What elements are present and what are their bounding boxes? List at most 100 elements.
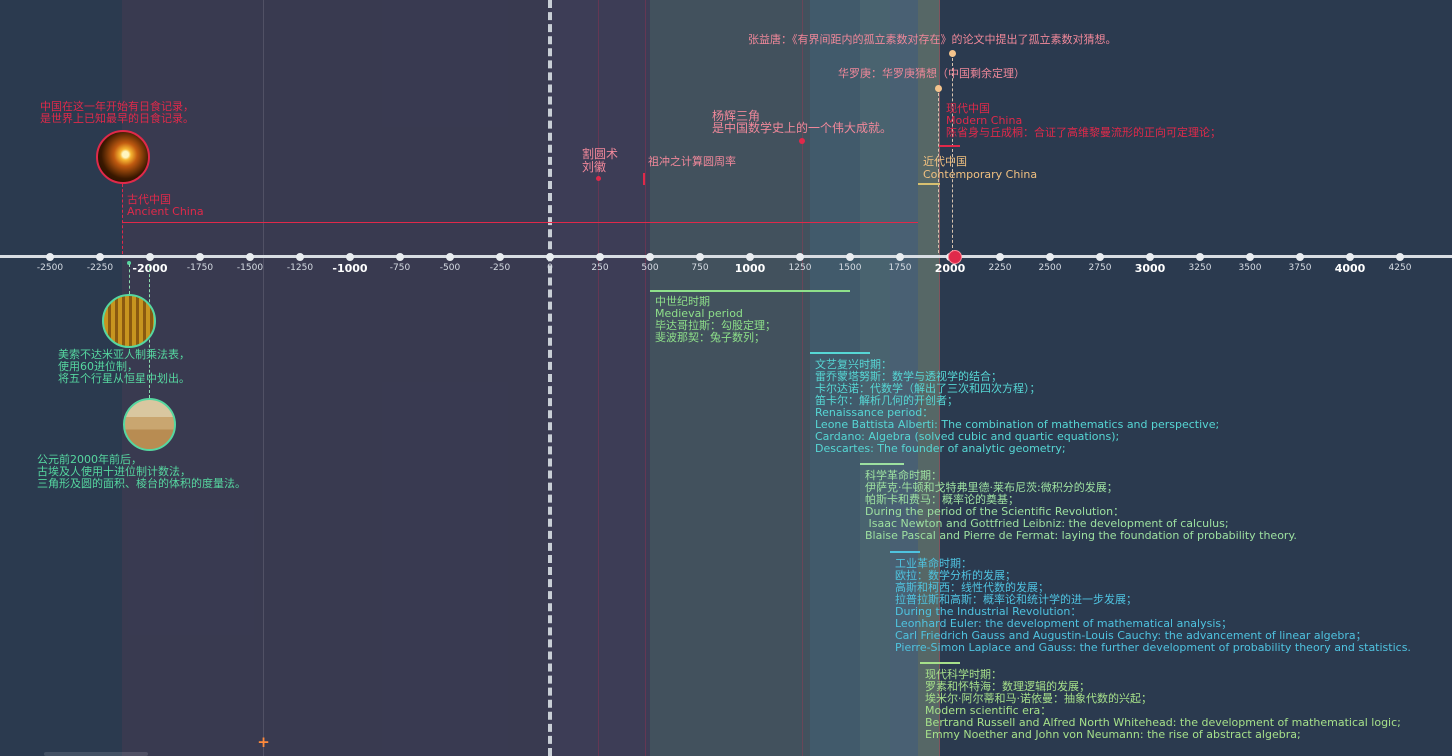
tick-dot <box>396 252 404 261</box>
tick-label: -2250 <box>86 263 114 273</box>
tick-dot <box>546 252 554 261</box>
guide-line <box>263 0 264 756</box>
tick-label: 0 <box>547 263 553 273</box>
tick-label: -1250 <box>286 263 314 273</box>
tick-label: 1250 <box>788 263 812 273</box>
band-industrial <box>890 0 918 756</box>
tick-label: 2250 <box>988 263 1012 273</box>
tick-label: -250 <box>489 263 511 273</box>
zuchongzhi-text: 祖冲之计算圆周率 <box>648 155 736 168</box>
tick-dot <box>1146 252 1154 261</box>
tick-dot <box>96 252 104 261</box>
guide-line <box>939 0 940 756</box>
contemporary-china-span <box>918 183 940 185</box>
modern-china-span <box>939 145 960 147</box>
zuchongzhi-marker[interactable] <box>643 173 645 185</box>
egypt-text: 公元前2000年前后， 古埃及人使用十进位制计数法， 三角形及圆的面积、棱台的体… <box>37 453 246 490</box>
guide-line <box>645 0 646 756</box>
industrial-text: 工业革命时期： 欧拉：数学分析的发展； 高斯和柯西：线性代数的发展； 拉普拉斯和… <box>895 557 1411 654</box>
guide-line <box>802 0 803 756</box>
liuhui-marker[interactable] <box>596 176 601 181</box>
tick-dot <box>596 252 604 261</box>
modern-science-span <box>920 662 960 664</box>
tick-label: -750 <box>389 263 411 273</box>
zhangyitang-text: 张益唐：《有界间距内的孤立素数对存在》的论文中提出了孤立素数对猜想。 <box>748 33 1117 46</box>
mesopotamia-text: 美索不达米亚人制乘法表， 使用60进位制， 将五个行星从恒星中划出。 <box>58 348 190 385</box>
egyptian-mural-image[interactable] <box>123 398 176 451</box>
tick-label: 3750 <box>1288 263 1312 273</box>
tick-label: 2750 <box>1088 263 1112 273</box>
zhangyitang-connector <box>952 58 953 253</box>
tick-dot <box>996 252 1004 261</box>
year-zero-divider <box>548 0 552 756</box>
mesopotamia-connector <box>129 264 130 294</box>
tick-label: 2500 <box>1038 263 1062 273</box>
yanghui-marker[interactable] <box>799 138 805 144</box>
tick-dot <box>846 252 854 261</box>
tick-dot <box>1196 252 1204 261</box>
yanghui-text: 杨辉三角 是中国数学史上的一个伟大成就。 <box>712 109 893 135</box>
tick-dot <box>896 252 904 261</box>
industrial-span <box>890 551 920 553</box>
tick-label: -1750 <box>186 263 214 273</box>
current-year-marker[interactable] <box>948 250 962 264</box>
tick-label: 1500 <box>838 263 862 273</box>
band-ancient <box>122 0 550 756</box>
tick-dot <box>696 252 704 261</box>
tick-label: 1000 <box>734 262 766 275</box>
tick-label: 3000 <box>1134 262 1166 275</box>
medieval-text: 中世纪时期 Medieval period 毕达哥拉斯：勾股定理； 斐波那契：兔… <box>655 295 776 344</box>
tick-label: 2000 <box>934 262 966 275</box>
renaissance-span <box>810 352 870 354</box>
tick-dot <box>496 252 504 261</box>
liuhui-text: 割圆术 刘徽 <box>582 147 619 174</box>
hualuogeng-marker[interactable] <box>935 85 942 92</box>
timeline-axis <box>0 255 1452 258</box>
band-scientific <box>860 0 890 756</box>
tick-dot <box>746 252 754 261</box>
tick-dot <box>1296 252 1304 261</box>
tick-dot <box>46 252 54 261</box>
tick-label: 1750 <box>888 263 912 273</box>
modern-china-text: 现代中国 Modern China 陈省身与丘成桐：合证了高维黎曼流形的正向可定… <box>946 102 1221 139</box>
ancient-china-label: 古代中国 Ancient China <box>127 193 204 218</box>
mesopotamian-tablet-image[interactable] <box>102 294 156 348</box>
eclipse-text: 中国在这一年开始有日食记录， 是世界上已知最早的日食记录。 <box>40 100 194 125</box>
band-medieval <box>650 0 810 756</box>
ancient-china-span <box>122 222 918 223</box>
tick-label: -500 <box>439 263 461 273</box>
tick-label: 500 <box>641 263 659 273</box>
modern-science-text: 现代科学时期： 罗素和怀特海：数理逻辑的发展； 埃米尔·阿尔蒂和马·诺依曼：抽象… <box>925 668 1401 741</box>
tick-label: -1000 <box>332 262 368 275</box>
scientific-text: 科学革命时期： 伊萨克·牛顿和戈特弗里德·莱布尼茨:微积分的发展； 帕斯卡和费马… <box>865 469 1297 542</box>
medieval-span <box>650 290 850 292</box>
tick-dot <box>1246 252 1254 261</box>
mesopotamia-marker[interactable] <box>127 261 131 265</box>
tick-dot <box>1046 252 1054 261</box>
tick-dot <box>646 252 654 261</box>
tick-dot <box>1096 252 1104 261</box>
tick-dot <box>246 252 254 261</box>
eclipse-connector <box>122 184 123 254</box>
tick-label: -2000 <box>132 262 168 275</box>
tick-label: -1500 <box>236 263 264 273</box>
zhangyitang-marker[interactable] <box>949 50 956 57</box>
tick-label: 250 <box>591 263 609 273</box>
tick-dot <box>1346 252 1354 261</box>
tick-label: 3250 <box>1188 263 1212 273</box>
tick-dot <box>446 252 454 261</box>
band-ancient-ce <box>550 0 650 756</box>
guide-line <box>598 0 599 756</box>
tick-dot <box>296 252 304 261</box>
plus-icon[interactable]: + <box>257 733 270 751</box>
solar-eclipse-image[interactable] <box>96 130 150 184</box>
scroll-thumb[interactable] <box>44 752 148 756</box>
renaissance-text: 文艺复兴时期： 雷乔蒙塔努斯：数学与透视学的结合； 卡尔达诺：代数学（解出了三次… <box>815 358 1220 455</box>
hualuogeng-connector <box>938 93 939 253</box>
tick-label: 4250 <box>1388 263 1412 273</box>
hualuogeng-text: 华罗庚：华罗庚猜想（中国剩余定理） <box>838 67 1025 80</box>
tick-label: -2500 <box>36 263 64 273</box>
band-renaissance <box>810 0 860 756</box>
band-modern <box>918 0 940 756</box>
